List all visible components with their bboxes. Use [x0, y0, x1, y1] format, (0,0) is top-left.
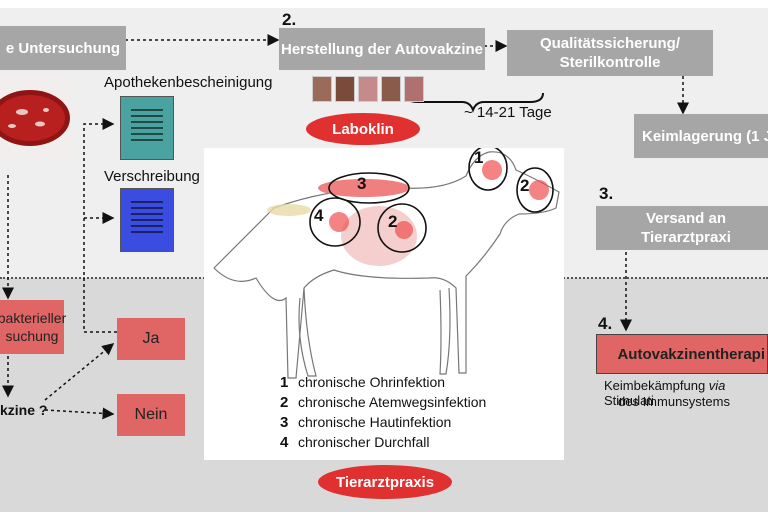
examination-box: e Untersuchung [0, 26, 126, 70]
petri-dish-photo [0, 74, 72, 158]
examination-label: e Untersuchung [5, 39, 121, 57]
therapy-description-line1: Keimbekämpfung via Stimulati [604, 378, 726, 408]
therapy-label: Autovakzinentherapi [617, 345, 765, 363]
bacterial-examination-box: bakterieller suchung [0, 300, 67, 354]
marker-2-chest: 2 [388, 212, 398, 231]
dog-sketch [213, 145, 560, 379]
prescription-document-icon [120, 188, 174, 252]
quality-label-line1: Qualitätssicherung/ [539, 35, 681, 52]
yes-box: Ja [117, 318, 185, 360]
no-box: Nein [117, 394, 185, 436]
yes-label: Ja [142, 330, 160, 347]
duration-label: ~ 14-21 Tage [464, 104, 552, 121]
bacterial-line2: suchung [5, 328, 59, 344]
germ-storage-box: Keimlagerung (1 J [634, 114, 768, 158]
marker-3: 3 [357, 174, 367, 193]
shipping-box: Versand an Tierarztpraxi [596, 206, 768, 250]
prescription-label: Verschreibung [104, 168, 200, 185]
therapy-description-line2: des Immunsystems [618, 394, 730, 409]
step-4-number: 4. [598, 314, 613, 333]
laboklin-pill: Laboklin [306, 113, 420, 145]
marker-1: 1 [474, 148, 484, 167]
no-label: Nein [134, 406, 168, 423]
vet-practice-pill: Tierarztpraxis [318, 465, 452, 499]
quality-label-line2: Sterilkontrolle [559, 54, 661, 71]
step-2-number: 2. [282, 10, 297, 29]
shipping-label: Versand an Tierarztpraxi [641, 210, 731, 246]
pharmacy-certificate-label: Apothekenbescheinigung [104, 74, 273, 91]
bacterial-line1: bakterieller [0, 310, 67, 326]
production-box: Herstellung der Autovakzine [279, 28, 485, 70]
pharmacy-certificate-document-icon [120, 96, 174, 160]
quality-control-box: Qualitätssicherung/ Sterilkontrolle [507, 30, 713, 76]
marker-4: 4 [314, 206, 324, 225]
step-3-number: 3. [599, 184, 614, 203]
production-label: Herstellung der Autovakzine [281, 40, 483, 58]
autovaccine-therapy-box: Autovakzinentherapi [596, 334, 768, 374]
vaccine-vials-photo [312, 76, 434, 106]
vaccine-question: kzine ? [0, 402, 48, 418]
germ-storage-label: Keimlagerung (1 J [642, 127, 768, 145]
marker-2-head: 2 [520, 176, 530, 195]
